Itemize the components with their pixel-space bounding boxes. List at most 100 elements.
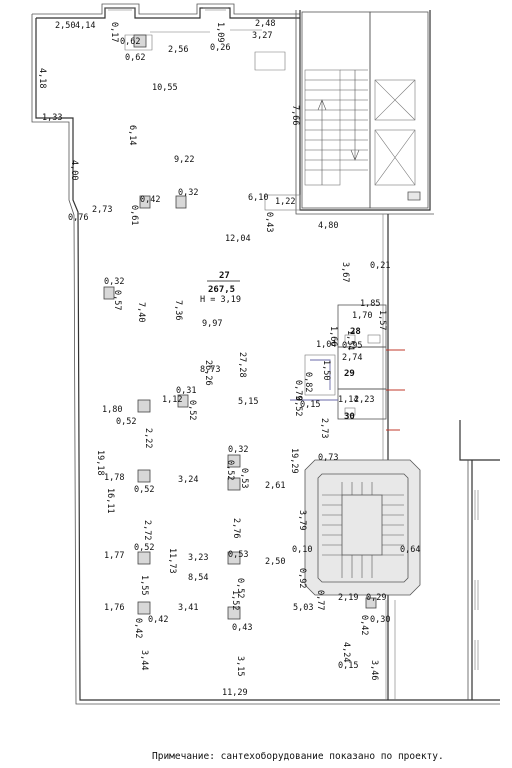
dimension-label: 3,67: [340, 262, 350, 282]
dimension-label: 0,29: [366, 593, 386, 603]
dimension-label: 0,64: [400, 545, 420, 555]
dimension-label: 0,26: [210, 43, 230, 53]
column: [137, 469, 151, 483]
dimension-label: 19,18: [95, 450, 105, 476]
dimension-label: 0,21: [370, 261, 390, 271]
dimension-label: 6,10: [248, 193, 268, 203]
column: [365, 597, 377, 609]
column: [137, 551, 151, 565]
column: [133, 34, 147, 48]
dimension-label: 3,15: [235, 656, 245, 676]
room-number: 27: [219, 271, 230, 281]
stair-elevator-core: [264, 11, 429, 211]
dimension-label: 2,50: [265, 557, 285, 567]
dimension-label: 2,74: [342, 353, 362, 363]
dimension-label: 0,53: [228, 550, 248, 560]
dimension-label: 3,79: [297, 510, 307, 530]
dimension-label: 0,62: [125, 53, 145, 63]
dimension-label: 0,42: [140, 195, 160, 205]
dimension-label: 1,04: [316, 340, 336, 350]
dimension-label: 1,50: [321, 360, 331, 380]
room-area: 267,5: [208, 285, 235, 295]
dimension-label: 4,80: [318, 221, 338, 231]
dimension-label: 1,33: [42, 113, 62, 123]
dimension-label: 1,76: [104, 603, 124, 613]
main-room-label: 27 267,5 H = 3,19: [200, 271, 241, 305]
dimension-label: 1,55: [139, 575, 149, 595]
dimension-label: 0,95: [342, 341, 362, 351]
dimension-label: 0,10: [292, 545, 312, 555]
dimension-label: 16,11: [105, 488, 115, 514]
dimension-label: 0,15: [300, 400, 320, 410]
dimension-label: 0,42: [148, 615, 168, 625]
dimension-label: 0,42: [133, 618, 143, 638]
central-stair-core: [304, 459, 421, 596]
dimension-label: 0,77: [315, 590, 325, 610]
dimension-label: 2,56: [168, 45, 188, 55]
dimension-label: 1,80: [102, 405, 122, 415]
dimension-label: 0,52: [225, 460, 235, 480]
dimension-label: 0,92: [297, 568, 307, 588]
dimension-label: 1,85: [360, 299, 380, 309]
dimension-label: 1,52: [230, 590, 240, 610]
dimension-label: 0,53: [239, 468, 249, 488]
dimension-label: 2,23: [354, 395, 374, 405]
dimension-label: 0,52: [116, 417, 136, 427]
dimension-label: 2,73: [319, 418, 329, 438]
dimension-label: 26,26: [203, 360, 213, 386]
dimension-label: 8,73: [200, 365, 220, 375]
dimension-label: 1,78: [104, 473, 124, 483]
dimension-label: 11,29: [222, 688, 248, 698]
dimension-label: 3,41: [178, 603, 198, 613]
dimension-label: 3,24: [178, 475, 198, 485]
exterior-walls: [31, 3, 500, 705]
column: [175, 195, 187, 209]
dimension-label: 2,72: [142, 520, 152, 540]
dimension-label: 0,52: [293, 396, 303, 416]
dimension-label: 27,28: [237, 352, 247, 378]
dimension-label: 4,24: [341, 642, 351, 662]
dimension-label: 2,50: [55, 21, 75, 31]
dimension-label: 0,32: [178, 188, 198, 198]
dimension-label: 1,77: [104, 551, 124, 561]
dimension-label: 3,27: [252, 31, 272, 41]
dimension-label: 12,04: [225, 234, 251, 244]
dimension-label: 0,42: [359, 615, 369, 635]
dimension-label: 0,61: [129, 205, 139, 225]
column: [139, 195, 151, 209]
dimension-label: 1,09: [215, 22, 225, 42]
dimension-label: 2,19: [338, 593, 358, 603]
dimension-label: 0,73: [318, 453, 338, 463]
room-number-30: 30: [344, 412, 355, 422]
dimension-label: 0,30: [370, 615, 390, 625]
dimension-label: 2,48: [255, 19, 275, 29]
dimension-label: 2,76: [231, 518, 241, 538]
column: [137, 601, 151, 615]
dimension-label: 0,76: [68, 213, 88, 223]
footnote: Примечание: сантехоборудование показано …: [152, 751, 444, 762]
dimension-label: 1,22: [275, 197, 295, 207]
dimension-label: 2,73: [92, 205, 112, 215]
dimension-label: 0,15: [338, 661, 358, 671]
dimension-label: 1,14: [338, 395, 358, 405]
dimension-label: 0,32: [104, 277, 124, 287]
dimension-label: 0,52: [134, 543, 154, 553]
dimension-label: 5,15: [238, 397, 258, 407]
dimension-label: 1,70: [352, 311, 372, 321]
column: [137, 399, 151, 413]
column: [177, 394, 189, 408]
column: [227, 551, 241, 565]
dimension-label: 7,40: [136, 302, 146, 322]
dimension-label: 0,82: [303, 372, 313, 392]
dimension-label: 0,52: [235, 578, 245, 598]
room-number-29: 29: [344, 369, 355, 379]
column: [227, 477, 241, 491]
dimension-label: 0,79: [293, 380, 303, 400]
dimension-label: 0,57: [112, 290, 122, 310]
dimension-label: 0,31: [176, 386, 196, 396]
dimension-label: 11,73: [167, 548, 177, 574]
room-number-28: 28: [350, 327, 361, 337]
small-room-labels: 28 29 30: [344, 327, 361, 422]
dimension-label: 4,18: [37, 68, 47, 88]
